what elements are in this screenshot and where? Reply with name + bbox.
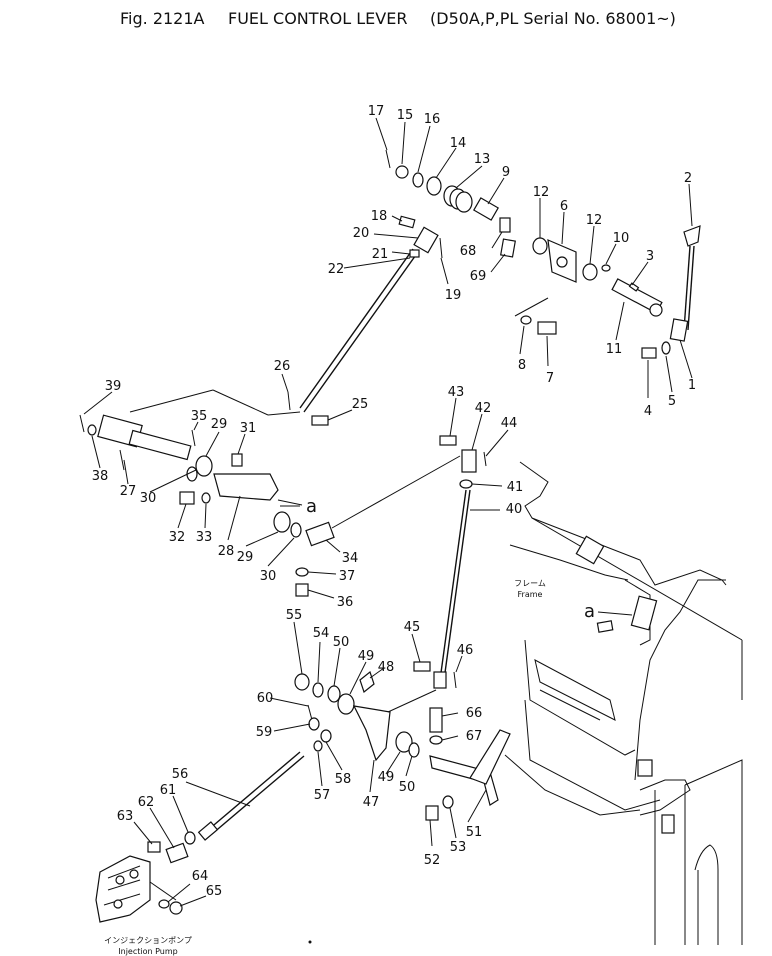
reference-mark-frame: a	[584, 601, 633, 622]
frame-structure: フレーム Frame	[504, 461, 743, 945]
part-label: 10	[613, 231, 630, 246]
part-label: 4	[644, 404, 652, 419]
part-label: 11	[606, 342, 623, 357]
part-label: 27	[120, 484, 137, 499]
figure-name: FUEL CONTROL LEVER	[228, 9, 407, 28]
injection-pump: インジェクションポンプ Injection Pump	[95, 855, 192, 956]
part-label: 67	[466, 729, 483, 744]
part-label: 16	[424, 112, 441, 127]
part-number-labels: 1 2 3 4 5 6 7 8 9 10 11 12 12 13 14 15 1…	[92, 104, 696, 899]
part-label: 12	[586, 213, 603, 228]
part-label: 56	[172, 767, 189, 782]
rod-40-assembly	[413, 435, 487, 689]
part-label: 63	[117, 809, 134, 824]
reference-mark-a-left: a	[306, 496, 317, 517]
part-label: 50	[333, 635, 350, 650]
part-label: 62	[138, 795, 155, 810]
part-label: 34	[342, 551, 359, 566]
upper-linkage	[287, 149, 701, 426]
part-label: 65	[206, 884, 223, 899]
figure-number: Fig. 2121A	[120, 9, 205, 28]
part-label: 48	[378, 660, 395, 675]
part-label: 25	[352, 397, 369, 412]
part-label: 1	[688, 378, 696, 393]
part-label: 47	[363, 795, 380, 810]
part-label: 43	[448, 385, 465, 400]
part-label: 49	[358, 649, 375, 664]
part-label: 33	[196, 530, 213, 545]
part-label: 39	[105, 379, 122, 394]
part-label: 36	[337, 595, 354, 610]
part-label: 9	[502, 165, 510, 180]
part-label: 38	[92, 469, 109, 484]
reference-mark-a-frame: a	[584, 601, 595, 622]
diagram-title: Fig. 2121A FUEL CONTROL LEVER (D50A,P,PL…	[120, 9, 676, 28]
part-label: 2	[684, 171, 692, 186]
part-label: 22	[328, 262, 345, 277]
part-label: 19	[445, 288, 462, 303]
part-label: 15	[397, 108, 414, 123]
part-label: 12	[533, 185, 550, 200]
part-label: 35	[191, 409, 208, 424]
part-label: 28	[218, 544, 235, 559]
part-label: 8	[518, 358, 526, 373]
part-label: 29	[211, 417, 228, 432]
part-label: 30	[260, 569, 277, 584]
part-label: 14	[450, 136, 467, 151]
part-label: 44	[501, 416, 518, 431]
part-label: 29	[237, 550, 254, 565]
part-label: 55	[286, 608, 303, 623]
part-label: 66	[466, 706, 483, 721]
part-label: 45	[404, 620, 421, 635]
middle-shaft-assembly: a	[79, 389, 461, 597]
part-label: 52	[424, 853, 441, 868]
pump-caption-jp: インジェクションポンプ	[104, 936, 192, 945]
part-label: 17	[368, 104, 385, 119]
part-label: 7	[546, 371, 554, 386]
part-label: 59	[256, 725, 273, 740]
frame-caption-en: Frame	[518, 590, 543, 599]
part-label: 51	[466, 825, 483, 840]
part-label: 42	[475, 401, 492, 416]
part-label: 30	[140, 491, 157, 506]
part-label: 18	[371, 209, 388, 224]
part-label: 32	[169, 530, 186, 545]
pump-caption-en: Injection Pump	[118, 947, 177, 956]
part-label: 26	[274, 359, 291, 374]
part-label: 3	[646, 249, 654, 264]
part-label: 21	[372, 247, 389, 262]
part-label: 64	[192, 869, 209, 884]
part-label: 61	[160, 783, 177, 798]
part-label: 68	[460, 244, 477, 259]
part-label: 40	[506, 502, 523, 517]
part-label: 31	[240, 421, 257, 436]
part-label: 60	[257, 691, 274, 706]
part-label: 53	[450, 840, 467, 855]
part-label: 5	[668, 394, 676, 409]
serial-applicability: (D50A,P,PL Serial No. 68001~)	[430, 9, 676, 28]
part-label: 54	[313, 626, 330, 641]
part-label: 13	[474, 152, 491, 167]
lower-linkage	[147, 670, 511, 915]
part-label: 20	[353, 226, 370, 241]
part-label: 49	[378, 770, 395, 785]
leader-lines	[83, 117, 693, 907]
part-label: 57	[314, 788, 331, 803]
part-label: 58	[335, 772, 352, 787]
part-label: 69	[470, 269, 487, 284]
part-label: 50	[399, 780, 416, 795]
frame-caption-jp: フレーム	[514, 579, 546, 588]
part-label: 41	[507, 480, 524, 495]
part-label: 6	[560, 199, 568, 214]
part-label: 37	[339, 569, 356, 584]
part-label: 46	[457, 643, 474, 658]
